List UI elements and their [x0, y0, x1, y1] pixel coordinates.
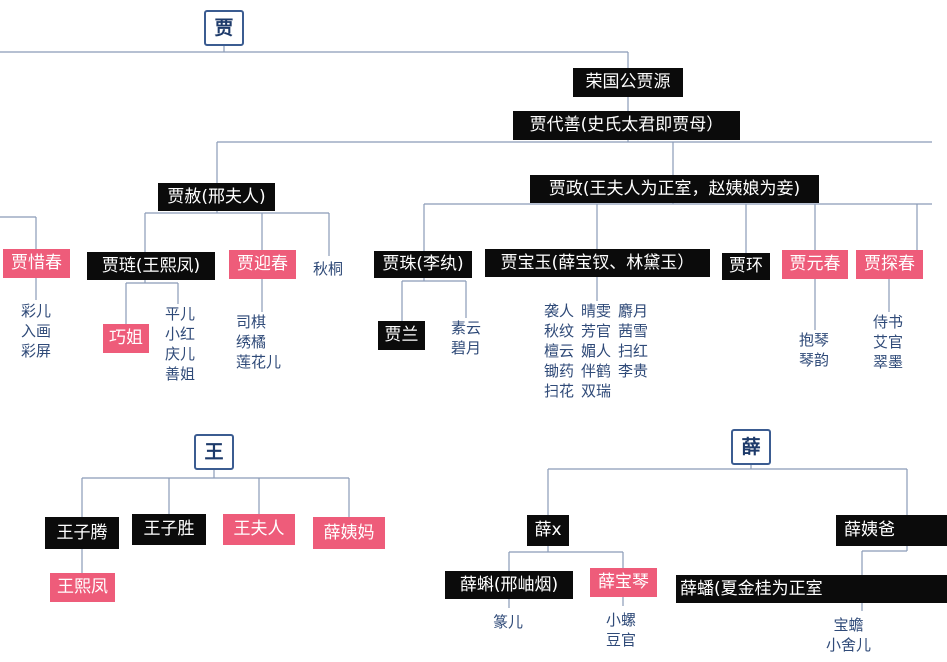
node-jia-xichun: 贾惜春 — [3, 249, 70, 278]
servants-yingchun: 司棋 绣橘 莲花儿 — [236, 313, 282, 371]
node-jia-lian: 贾琏(王熙凤) — [87, 252, 215, 280]
node-jia-yuanchun: 贾元春 — [782, 250, 848, 279]
node-qiaojie: 巧姐 — [103, 324, 149, 353]
node-wang-xifeng: 王熙凤 — [50, 573, 115, 602]
node-wang-zisheng: 王子胜 — [132, 514, 206, 545]
servants-ke: 篆儿 — [493, 613, 524, 631]
servants-zhu: 素云 碧月 — [451, 319, 482, 357]
node-qiutong: 秋桐 — [313, 260, 344, 278]
servants-baoqin: 小螺 豆官 — [606, 611, 637, 649]
node-jia-zheng: 贾政(王夫人为正室，赵姨娘为妾) — [530, 175, 819, 203]
node-jia-huan: 贾环 — [722, 253, 770, 280]
node-xue-yima: 薛姨妈 — [313, 517, 385, 549]
node-xue-x: 薛x — [527, 515, 569, 546]
servants-lian: 平儿 小红 庆儿 善姐 — [165, 305, 196, 383]
servants-baoyu-col3: 麝月 茜雪 扫红 李贵 — [618, 302, 649, 380]
node-jia-she: 贾赦(邢夫人) — [158, 183, 275, 211]
servants-baoyu-col1: 袭人 秋纹 檀云 锄药 扫花 — [544, 302, 575, 400]
node-xue-baoqin: 薛宝琴 — [590, 568, 657, 597]
node-wang-furen: 王夫人 — [223, 514, 295, 545]
node-jia-zhu: 贾珠(李纨) — [374, 251, 472, 278]
servants-baoyu-col2: 晴雯 芳官 媚人 伴鹤 双瑞 — [581, 302, 612, 400]
servants-yuanchun: 抱琴 琴韵 — [799, 331, 830, 369]
node-rongguo-jia-yuan: 荣国公贾源 — [573, 68, 683, 97]
node-wang-ziteng: 王子腾 — [45, 517, 119, 549]
node-jia-daishan: 贾代善(史氏太君即贾母） — [513, 111, 740, 140]
node-jia-tanchun: 贾探春 — [856, 250, 923, 279]
servants-pan: 宝蟾 小舍儿 — [826, 616, 872, 654]
surname-box-xue: 薛 — [731, 429, 771, 465]
surname-box-wang: 王 — [194, 434, 234, 470]
node-xue-pan: 薛蟠(夏金桂为正室 — [676, 575, 947, 603]
node-jia-yingchun: 贾迎春 — [229, 250, 296, 279]
node-jia-baoyu: 贾宝玉(薛宝钗、林黛玉） — [485, 249, 710, 277]
servants-xichun: 彩儿 入画 彩屏 — [21, 302, 52, 360]
node-jia-lan: 贾兰 — [378, 321, 425, 350]
node-xue-yiba: 薛姨爸 — [836, 515, 947, 546]
node-xue-ke: 薛蝌(邢岫烟) — [445, 571, 573, 599]
surname-box-jia: 贾 — [204, 10, 244, 46]
servants-tanchun: 侍书 艾官 翠墨 — [873, 313, 904, 371]
